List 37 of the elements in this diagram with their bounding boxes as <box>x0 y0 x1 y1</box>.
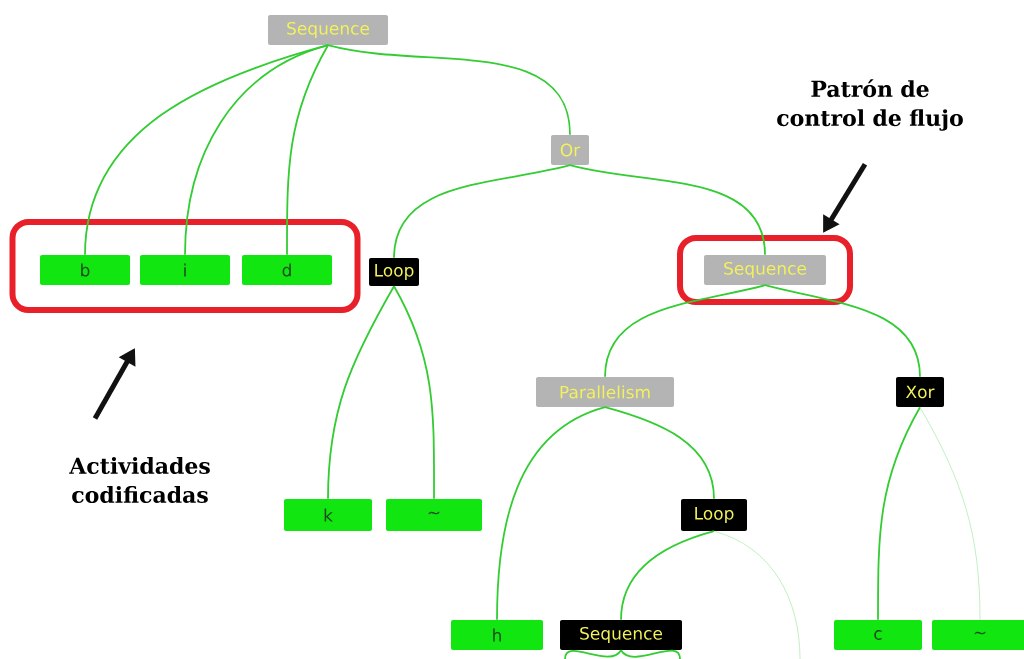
operator-box: Loop <box>681 499 747 531</box>
annotation-text: Patrón de control de flujo <box>777 79 963 131</box>
tree-line <box>496 406 606 621</box>
activity-box: d <box>242 255 332 285</box>
tree-line <box>286 44 329 256</box>
tree-line <box>569 164 766 256</box>
operator-box: Sequence <box>560 620 682 650</box>
operator-box: Sequence <box>268 15 388 45</box>
operator-box: Parallelism <box>536 377 674 407</box>
activity-box: b <box>40 255 130 285</box>
activity-box: ~ <box>932 620 1024 650</box>
activity-box: ~ <box>386 499 482 531</box>
tree-line <box>327 285 395 500</box>
tree-line <box>393 164 571 259</box>
tree-line <box>764 284 921 378</box>
operator-box: Loop <box>369 258 419 286</box>
activity-box: i <box>140 255 230 285</box>
tree-line <box>877 406 921 621</box>
highlight-outline <box>677 235 853 305</box>
tree-line <box>604 284 766 378</box>
activity-box: c <box>834 620 922 650</box>
tree-line <box>919 406 981 621</box>
tree-line <box>620 530 715 621</box>
operator-box: Sequence <box>704 255 826 285</box>
tree-line <box>620 649 681 659</box>
operator-box: Xor <box>896 377 944 407</box>
tree-line <box>327 44 571 136</box>
tree-line <box>564 649 622 659</box>
tree-line <box>604 406 715 500</box>
activity-box: h <box>451 620 543 650</box>
highlight-outline <box>9 219 361 313</box>
annotation-text: Actividades codificadas <box>69 457 210 503</box>
tree-line <box>713 530 801 659</box>
operator-box: Or <box>551 135 589 165</box>
tree-line <box>393 285 435 500</box>
tree-line <box>184 44 329 256</box>
activity-box: k <box>284 499 372 531</box>
